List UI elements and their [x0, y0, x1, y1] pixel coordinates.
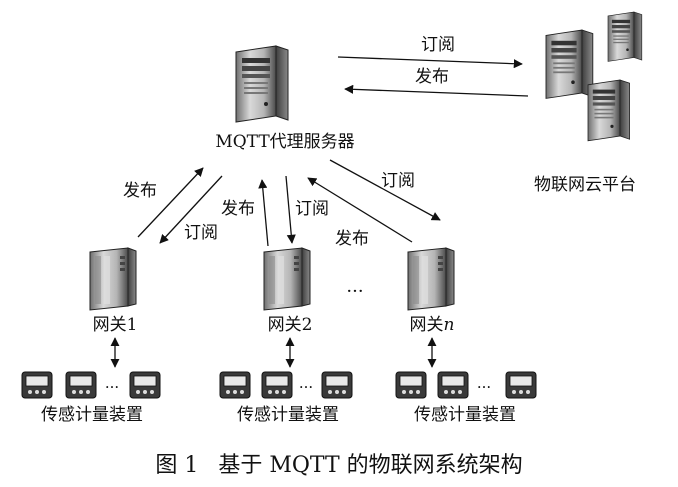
device-group-1-ellipsis: ···	[105, 378, 119, 396]
sensor-device-icon	[505, 371, 537, 399]
broker-label: MQTT代理服务器	[215, 132, 354, 152]
device-group-2-label: 传感计量装置	[237, 405, 339, 425]
device-group-1-label: 传感计量装置	[41, 405, 143, 425]
gateway-n-icon	[407, 247, 455, 311]
gwn-subscribe-label: 订阅	[381, 171, 415, 191]
gateway-2-icon	[263, 247, 311, 311]
sensor-device-icon	[129, 371, 161, 399]
publish-label-cloud: 发布	[415, 67, 449, 87]
gw1-subscribe-arrow	[159, 175, 223, 244]
cloud-server-icon-front	[587, 79, 631, 142]
gw1-publish-arrow	[137, 167, 204, 238]
cloud-server-icon-small	[607, 11, 643, 62]
gw2-subscribe-label: 订阅	[295, 199, 329, 219]
gwn-publish-arrow	[307, 177, 413, 243]
gw2-subscribe-arrow	[285, 175, 296, 244]
cloud-server-icon	[545, 29, 594, 99]
gwn-publish-label: 发布	[335, 229, 369, 249]
gateway-2-label: 网关2	[268, 315, 313, 335]
gw2-publish-label: 发布	[221, 199, 255, 219]
gateway-n-label-suffix: n	[444, 315, 455, 335]
device-group-3-label: 传感计量装置	[414, 405, 516, 425]
subscribe-arrow-to-cloud	[337, 56, 523, 69]
sensor-device-icon	[395, 371, 427, 399]
gw2-publish-arrow	[258, 179, 269, 247]
sensor-device-icon	[437, 371, 469, 399]
publish-arrow-from-cloud	[344, 84, 529, 97]
gateway-1-icon	[89, 247, 137, 311]
figure-title: 基于 MQTT 的物联网系统架构	[218, 453, 522, 478]
gateways-ellipsis: ···	[346, 281, 363, 302]
device-group-3-ellipsis: ···	[477, 378, 491, 396]
gateway-n-label: 网关n	[410, 315, 455, 335]
sensor-device-icon	[261, 371, 293, 399]
gateway-n-label-prefix: 网关	[410, 315, 444, 335]
sensor-device-icon	[321, 371, 353, 399]
sensor-device-icon	[65, 371, 97, 399]
device-group-2-ellipsis: ···	[299, 378, 313, 396]
gwn-subscribe-arrow	[329, 159, 441, 221]
sensor-device-icon	[21, 371, 53, 399]
cloud-label: 物联网云平台	[534, 175, 636, 195]
gw1-subscribe-label: 订阅	[184, 223, 218, 243]
broker-server-icon	[235, 45, 289, 123]
sensor-device-icon	[219, 371, 251, 399]
gw1-publish-label: 发布	[123, 181, 157, 201]
subscribe-label-cloud: 订阅	[421, 35, 455, 55]
figure-caption: 图 1 基于 MQTT 的物联网系统架构	[155, 453, 522, 478]
gateway-1-label: 网关1	[93, 315, 138, 335]
figure-number: 图 1	[155, 453, 198, 478]
